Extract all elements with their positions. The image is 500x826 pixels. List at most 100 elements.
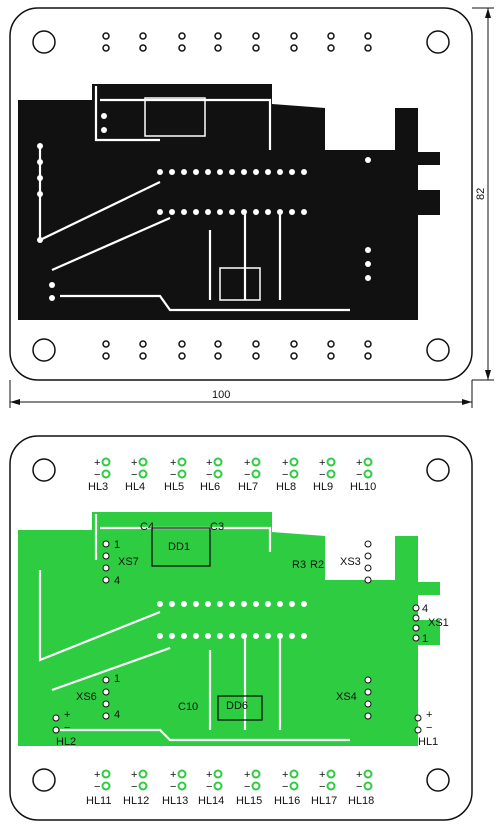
ic-pad [265,601,271,607]
ic-pad [193,209,199,215]
led-minus: − [94,469,100,481]
connector-pad [364,564,372,572]
connector-pad [52,726,60,734]
led-pad [364,32,372,40]
connector-pad [102,688,110,696]
label-r2: R2 [310,559,324,571]
led-pad [101,781,111,791]
copper-trace [38,146,161,242]
connector-pad [364,540,372,548]
connector-pad [102,712,110,720]
led-plus: + [356,769,362,781]
led-pad [138,781,148,791]
ic-pad [289,601,295,607]
led-pad [101,457,111,467]
ic-pad [277,633,283,639]
via-pad [365,129,371,135]
led-label: HL6 [200,481,220,493]
connector-pad [364,676,372,684]
connector-pad [52,714,60,722]
label-pin4-xs7: 4 [114,575,120,587]
connector-pad [414,714,422,722]
led-pad [252,352,260,360]
led-label: HL9 [313,481,333,493]
led-pad [101,469,111,479]
ic-pad [169,633,175,639]
led-plus: + [131,457,137,469]
led-pad [289,769,299,779]
ic-pad [205,633,211,639]
label-xs3: XS3 [340,556,361,568]
led-pad [213,769,223,779]
pad-group-bottom [52,457,422,791]
via-pad [365,261,371,267]
led-label: HL4 [125,481,145,493]
label-xs7: XS7 [118,556,139,568]
ic-pad [253,633,259,639]
label-c4: C4 [140,521,154,533]
led-pad [326,469,336,479]
led-plus: + [282,769,288,781]
label-hl1-plus: + [426,709,432,721]
via-pad [365,247,371,253]
mounting-hole [32,338,56,362]
led-label: HL5 [164,481,184,493]
led-pad [101,769,111,779]
led-pad [102,44,110,52]
led-label: HL10 [350,481,376,493]
led-label: HL11 [86,795,111,807]
led-minus: − [319,469,325,481]
label-pin4-xs6: 4 [114,709,120,721]
led-label: HL13 [162,795,188,807]
connector-pad [102,564,110,572]
ic-pad [241,169,247,175]
led-pad [138,769,148,779]
via-pad [365,157,371,163]
via-pad [101,127,107,133]
led-pad [327,352,335,360]
label-c3: C3 [210,521,224,533]
led-pad [139,352,147,360]
ic-pad [253,209,259,215]
connector-pad [412,634,420,642]
ic-pad [265,169,271,175]
label-xs6: XS6 [76,691,97,703]
ic-pad [169,169,175,175]
trace-group-top [38,86,350,312]
label-hl2-minus: − [64,722,70,734]
pad-group-top [37,32,372,360]
top-led-labels: HL3+−HL4+−HL5+−HL6+−HL7+−HL8+−HL9+−HL10+… [88,457,376,493]
led-pad [214,44,222,52]
copper-trace [60,728,350,742]
mounting-hole [32,30,56,54]
led-pad [289,781,299,791]
led-pad [363,457,373,467]
led-plus: + [356,457,362,469]
copper-trace [94,86,160,142]
led-pad [364,44,372,52]
ic-pad [229,169,235,175]
ic-pad [253,601,259,607]
ic-pad [229,601,235,607]
ic-pad [301,169,307,175]
ic-pad [193,633,199,639]
led-pad [251,769,261,779]
led-pad [290,44,298,52]
ic-pad [241,633,247,639]
via-pad [365,143,371,149]
ic-pad [217,633,223,639]
led-label: HL7 [238,481,258,493]
led-pad [290,340,298,348]
copper-trace [38,570,161,662]
ic-pad [193,601,199,607]
label-pin4-xs1: 4 [422,603,428,615]
led-label: HL8 [276,481,296,493]
connector-pad [102,576,110,584]
led-pad [138,469,148,479]
ic-pad [181,169,187,175]
connector-pad [412,604,420,612]
ic-pad [157,169,163,175]
copper-pour-green [18,512,440,746]
led-minus: − [131,781,137,793]
